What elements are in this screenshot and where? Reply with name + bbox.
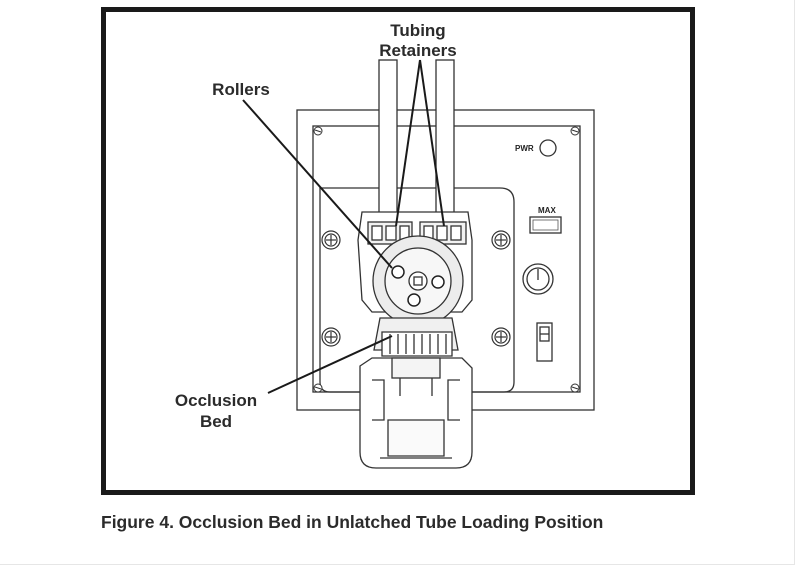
speed-knob-icon — [522, 263, 554, 295]
power-led-icon — [539, 139, 557, 157]
occlusion-bed-label-line2: Bed — [200, 412, 232, 431]
tubing — [378, 59, 455, 239]
corner-screw-icons — [313, 126, 580, 393]
figure-caption: Figure 4. Occlusion Bed in Unlatched Tub… — [101, 512, 604, 532]
tubing-retainers-label-line2: Retainers — [379, 41, 456, 60]
power-switch-icon — [536, 322, 553, 362]
rollers-label: Rollers — [212, 80, 270, 99]
occlusion-bed — [359, 317, 473, 469]
plate-screw-icons — [321, 230, 511, 347]
pump-diagram: PWR MAX — [101, 7, 695, 495]
pump-head — [357, 211, 473, 327]
pwr-label: PWR — [515, 144, 534, 153]
max-label: MAX — [538, 206, 556, 215]
callout-lines — [242, 59, 445, 394]
max-button — [529, 216, 562, 234]
occlusion-bed-label-line1: Occlusion — [175, 391, 257, 410]
tubing-retainers-label-line1: Tubing — [390, 21, 445, 40]
roller-icons — [391, 265, 445, 307]
